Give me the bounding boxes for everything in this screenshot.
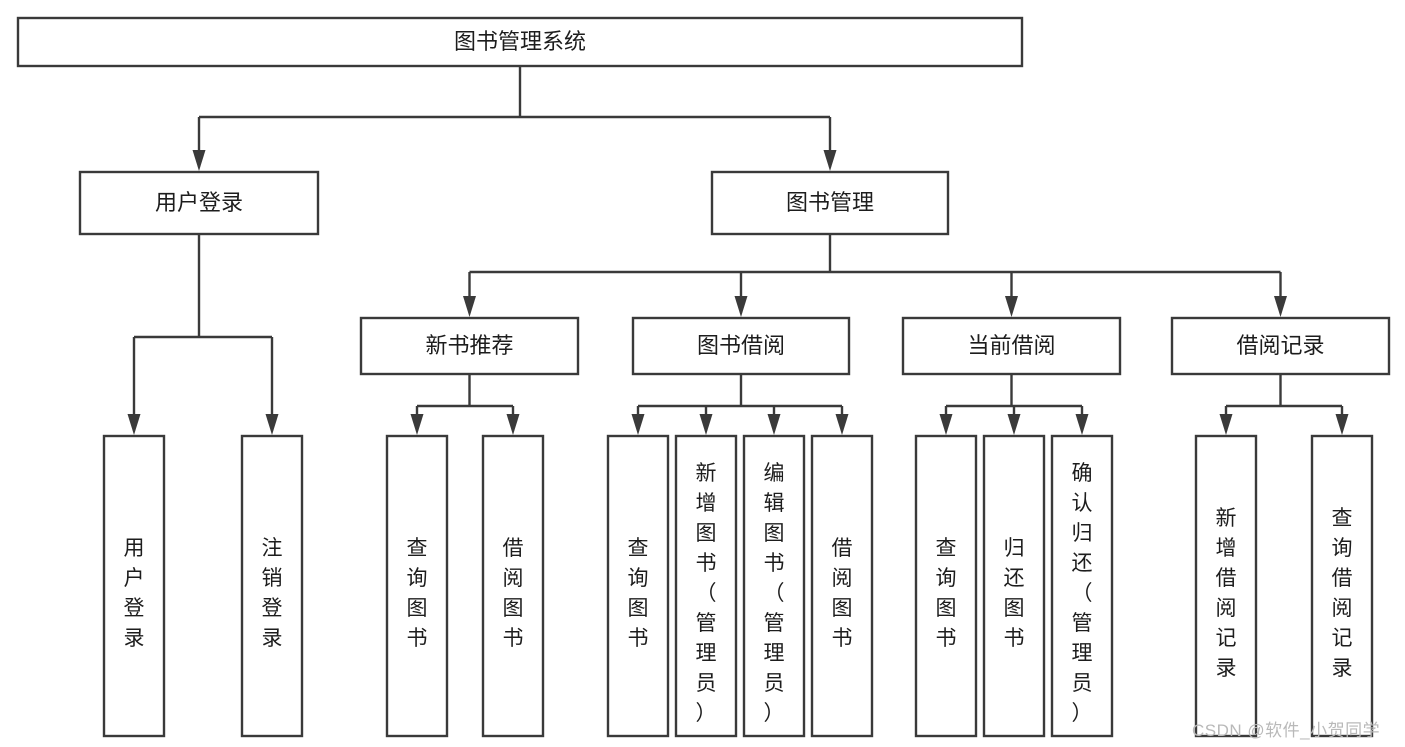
connector-group-new-book-rec (410, 374, 520, 435)
node-box[interactable] (102, 434, 166, 738)
node-box[interactable] (631, 316, 851, 376)
arrow-head-icon (192, 150, 206, 171)
arrow-head-icon (1007, 414, 1021, 435)
arrow-head-icon (734, 296, 748, 317)
node-label: 用户登录 (124, 537, 145, 650)
node-label: 借阅图书 (832, 537, 853, 650)
arrow-head-icon (1274, 296, 1287, 317)
node-new-book-rec[interactable]: 新书推荐 (359, 316, 580, 376)
connector-group-borrow-record (1219, 374, 1349, 435)
node-box[interactable] (385, 434, 449, 738)
arrow-head-icon (506, 414, 520, 435)
arrow-head-icon (127, 414, 141, 435)
node-leaf-query-record[interactable]: 查询借阅记录 (1310, 434, 1374, 738)
connector-group-book-borrow (631, 374, 849, 435)
connector-group-book-manage (463, 234, 1287, 317)
node-leaf-add-book[interactable]: 新增图书（管理员） (674, 434, 738, 738)
node-label: 查询图书 (628, 537, 649, 650)
node-box[interactable] (78, 170, 320, 236)
node-box[interactable] (710, 170, 950, 236)
node-label: 图书管理系统 (454, 29, 586, 54)
node-label: 查询图书 (407, 537, 428, 650)
node-label: 编辑图书（管理员） (764, 462, 785, 725)
node-label: 查询借阅记录 (1332, 507, 1353, 680)
arrow-head-icon (835, 414, 849, 435)
node-box[interactable] (606, 434, 670, 738)
node-leaf-query-book-3[interactable]: 查询图书 (914, 434, 978, 738)
node-book-borrow[interactable]: 图书借阅 (631, 316, 851, 376)
connectors-layer (127, 66, 1349, 435)
node-box[interactable] (16, 16, 1024, 68)
arrow-head-icon (265, 414, 279, 435)
node-leaf-user-login[interactable]: 用户登录 (102, 434, 166, 738)
node-leaf-query-book-1[interactable]: 查询图书 (385, 434, 449, 738)
node-leaf-return-book[interactable]: 归还图书 (982, 434, 1046, 738)
arrow-head-icon (699, 414, 713, 435)
arrow-head-icon (767, 414, 781, 435)
node-box[interactable] (914, 434, 978, 738)
node-leaf-borrow-book-1[interactable]: 借阅图书 (481, 434, 545, 738)
node-current-borrow[interactable]: 当前借阅 (901, 316, 1122, 376)
node-label: 确认归还（管理员） (1072, 462, 1093, 725)
node-label: 归还图书 (1004, 537, 1025, 650)
arrow-head-icon (1075, 414, 1089, 435)
node-box[interactable] (1170, 316, 1391, 376)
node-box[interactable] (1310, 434, 1374, 738)
node-label: 新书推荐 (425, 333, 513, 358)
node-leaf-add-record[interactable]: 新增借阅记录 (1194, 434, 1258, 738)
arrow-head-icon (939, 414, 953, 435)
nodes-layer: 图书管理系统用户登录图书管理新书推荐图书借阅当前借阅借阅记录用户登录注销登录查询… (16, 16, 1391, 738)
arrow-head-icon (1005, 296, 1018, 317)
node-label: 图书借阅 (697, 333, 785, 358)
node-label: 图书管理 (786, 190, 874, 215)
node-user-login[interactable]: 用户登录 (78, 170, 320, 236)
node-box[interactable] (742, 434, 806, 738)
node-borrow-record[interactable]: 借阅记录 (1170, 316, 1391, 376)
node-label: 当前借阅 (967, 333, 1055, 358)
node-label: 查询图书 (936, 537, 957, 650)
node-label: 新增图书（管理员） (696, 462, 717, 725)
arrow-head-icon (631, 414, 645, 435)
arrow-head-icon (410, 414, 424, 435)
node-box[interactable] (481, 434, 545, 738)
node-box[interactable] (674, 434, 738, 738)
node-box[interactable] (359, 316, 580, 376)
node-box[interactable] (240, 434, 304, 738)
node-root[interactable]: 图书管理系统 (16, 16, 1024, 68)
node-label: 新增借阅记录 (1216, 507, 1237, 680)
node-label: 注销登录 (262, 537, 283, 650)
node-box[interactable] (1194, 434, 1258, 738)
arrow-head-icon (1219, 414, 1233, 435)
arrow-head-icon (823, 150, 837, 171)
arrow-head-icon (463, 296, 476, 317)
node-box[interactable] (982, 434, 1046, 738)
node-book-manage[interactable]: 图书管理 (710, 170, 950, 236)
node-leaf-borrow-book-2[interactable]: 借阅图书 (810, 434, 874, 738)
connector-group-root (192, 66, 837, 171)
node-box[interactable] (901, 316, 1122, 376)
connector-group-current-borrow (939, 374, 1089, 435)
connector-group-user-login (127, 234, 279, 435)
node-label: 借阅记录 (1236, 333, 1324, 358)
node-leaf-confirm-return[interactable]: 确认归还（管理员） (1050, 434, 1114, 738)
node-leaf-query-book-2[interactable]: 查询图书 (606, 434, 670, 738)
node-label: 用户登录 (155, 190, 243, 215)
node-label: 借阅图书 (503, 537, 524, 650)
node-box[interactable] (1050, 434, 1114, 738)
arrow-head-icon (1335, 414, 1349, 435)
node-leaf-edit-book[interactable]: 编辑图书（管理员） (742, 434, 806, 738)
node-box[interactable] (810, 434, 874, 738)
node-leaf-logout[interactable]: 注销登录 (240, 434, 304, 738)
